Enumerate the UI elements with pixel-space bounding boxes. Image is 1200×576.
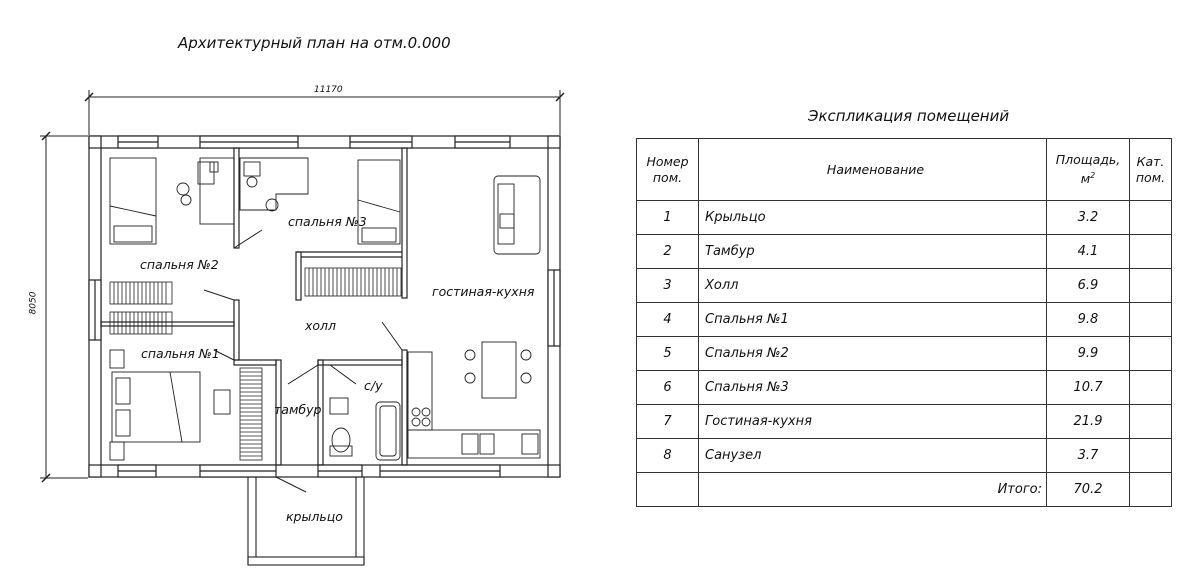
bedroom2-furniture [109,157,235,245]
table-total-row: Итого:70.2 [636,472,1172,507]
room-label-bedroom2: спальня №2 [140,257,219,272]
wardrobes [109,267,402,461]
dimension-height [40,131,88,483]
bathroom-fixtures [329,397,401,461]
explication-title: Экспликация помещений [808,107,1010,125]
total-label: Итого: [698,472,1047,507]
bedroom1-furniture [109,349,231,461]
dimension-width-label: 11170 [314,85,343,95]
bedroom3-furniture [239,157,401,245]
porch [247,477,365,566]
room-label-bedroom3: спальня №3 [288,214,367,229]
header-name: Наименование [698,138,1047,201]
internal-walls [100,147,408,466]
room-label-bedroom1: спальня №1 [141,346,220,361]
doors [203,229,403,493]
living-furniture [407,175,541,459]
room-label-living: гостиная-кухня [432,284,535,299]
dimension-height-label: 8050 [28,291,39,315]
header-category: Кат.пом. [1129,138,1172,201]
room-label-vestibule: тамбур [274,402,322,417]
plan-title: Архитектурный план на отм.0.000 [178,34,451,52]
outer-walls [88,135,561,478]
total-value: 70.2 [1046,472,1130,507]
dimension-width [84,90,565,135]
room-label-hall: холл [305,318,337,333]
header-area: Площадь,м2 [1046,138,1130,201]
room-label-bath: с/у [364,378,383,393]
room-label-porch: крыльцо [286,509,343,524]
